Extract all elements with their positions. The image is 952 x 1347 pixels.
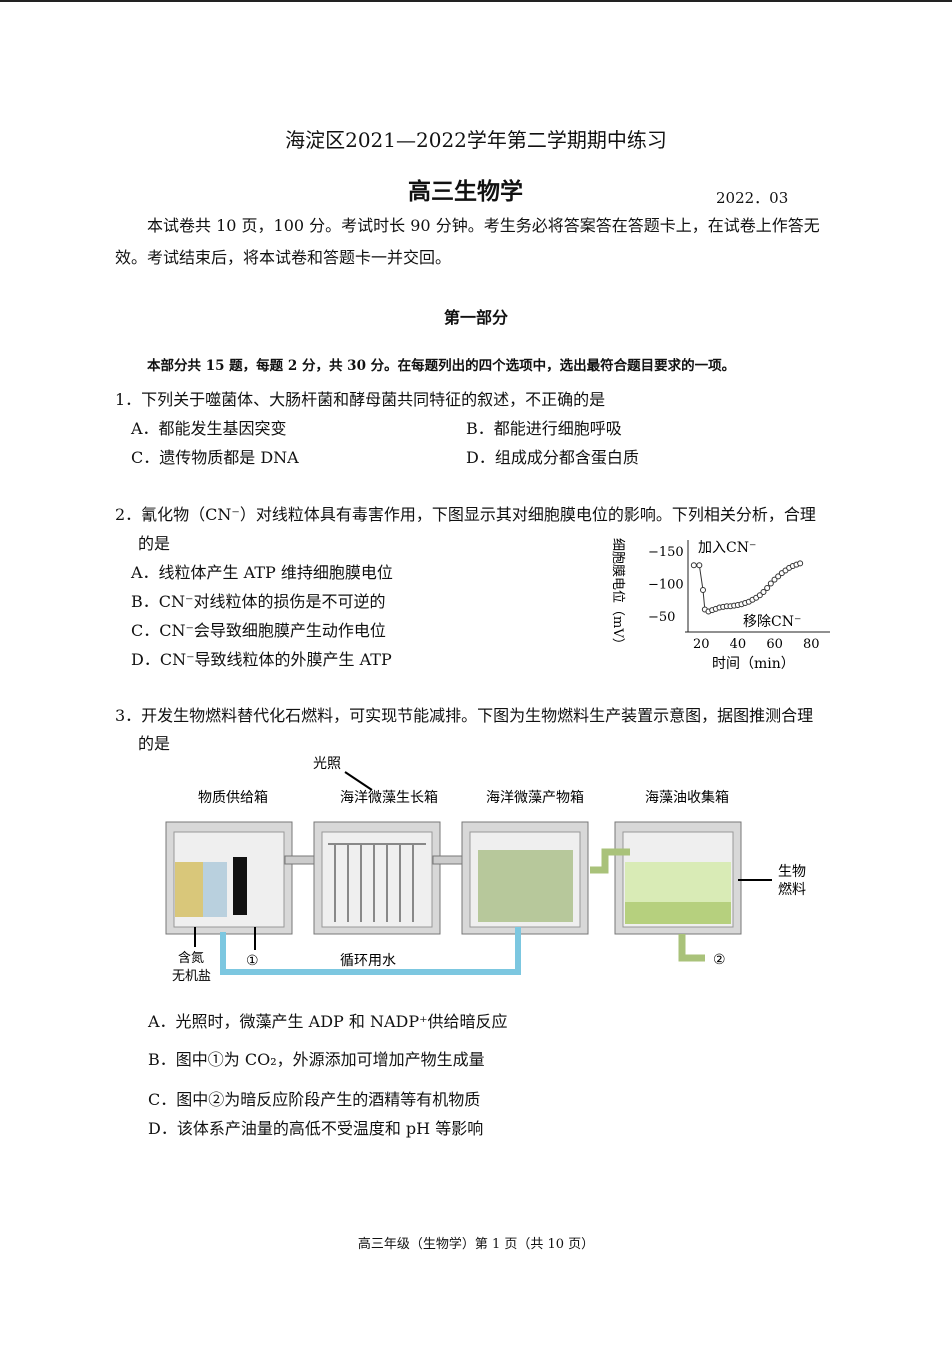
data-point	[756, 592, 763, 599]
membrane-potential-chart: 细胞膜电位（mV） 时间（min） 加入CN⁻ 移除CN⁻ 20 40 60 80 −1…	[610, 538, 830, 672]
q1-option-b: B．都能进行细胞呼吸	[466, 419, 622, 438]
box-label: 物质供给箱	[198, 790, 268, 806]
light-arrow	[344, 771, 373, 791]
output-label: 燃料	[778, 881, 806, 898]
input-label: 含氮	[178, 950, 204, 966]
x-tick-label: 80	[803, 637, 820, 652]
x-tick-label: 60	[766, 637, 783, 652]
exam-date: 2022．03	[716, 189, 789, 207]
y-tick-label: −50	[648, 610, 675, 625]
y-axis-label: 细胞膜电位（mV）	[610, 538, 625, 651]
q1-option-d: D．组成成分都含蛋白质	[466, 448, 639, 467]
data-point	[700, 587, 706, 593]
q3-option-c: C．图中②为暗反应阶段产生的酒精等有机物质	[148, 1090, 481, 1109]
data-point	[690, 562, 697, 569]
intro-line: 本试卷共 10 页，100 分。考试时长 90 分钟。考生务必将答案答在答题卡上…	[147, 216, 820, 235]
data-point	[760, 588, 767, 595]
data-point	[767, 580, 774, 587]
annotation-add-cn: 加入CN⁻	[698, 540, 756, 556]
water-label: 循环用水	[340, 953, 396, 969]
output-label: 生物	[778, 864, 806, 880]
q2-option-c: C．CN⁻会导致细胞膜产生动作电位	[131, 621, 386, 640]
q2-stem-cont: 的是	[138, 534, 171, 553]
q3-option-a: A．光照时，微藻产生 ADP 和 NADP⁺供给暗反应	[148, 1012, 508, 1031]
subject-title: 高三生物学	[408, 178, 523, 205]
x-tick-label: 40	[730, 637, 747, 652]
section-instructions: 本部分共 15 题，每题 2 分，共 30 分。在每题列出的四个选项中，选出最符…	[147, 358, 736, 374]
y-tick-label: −150	[648, 545, 684, 560]
q2-option-a: A．线粒体产生 ATP 维持细胞膜电位	[131, 563, 393, 582]
data-point	[797, 560, 804, 567]
data-point	[775, 573, 782, 580]
mark-1: ①	[246, 953, 259, 969]
q2-stem: 2．氰化物（CN⁻）对线粒体具有毒害作用，下图显示其对细胞膜电位的影响。下列相关…	[115, 505, 816, 524]
input-label: 无机盐	[172, 969, 211, 984]
section-title: 第一部分	[443, 308, 508, 327]
y-tick-label: −100	[648, 578, 684, 593]
page-footer: 高三年级（生物学）第 1 页（共 10 页）	[357, 1237, 595, 1252]
light-label: 光照	[313, 756, 341, 772]
x-axis-label: 时间（min）	[712, 656, 795, 672]
data-point	[764, 585, 771, 592]
q3-option-b: B．图中①为 CO₂，外源添加可增加产物生成量	[148, 1050, 485, 1069]
q1-option-c: C．遗传物质都是 DNA	[131, 448, 299, 467]
biofuel-device-diagram: 光照 物质供给箱 海洋微藻生长箱 海洋微藻产物箱 海藻油收集箱 含氮 无机盐 ①…	[165, 756, 806, 984]
q3-stem-cont: 的是	[138, 734, 171, 753]
q1-option-a: A．都能发生基因突变	[131, 419, 287, 438]
box-label: 海洋微藻产物箱	[486, 790, 584, 806]
data-point	[771, 576, 778, 583]
data-point	[696, 562, 703, 569]
x-tick-label: 20	[693, 637, 710, 652]
q3-option-d: D．该体系产油量的高低不受温度和 pH 等影响	[148, 1119, 484, 1138]
q2-option-d: D．CN⁻导致线粒体的外膜产生 ATP	[131, 650, 392, 669]
intro-line: 效。考试结束后，将本试卷和答题卡一并交回。	[115, 248, 452, 267]
exam-title: 海淀区2021—2022学年第二学期期中练习	[285, 128, 667, 152]
box-label: 海洋微藻生长箱	[340, 790, 438, 806]
q3-stem: 3．开发生物燃料替代化石燃料，可实现节能减排。下图为生物燃料生产装置示意图，据图…	[115, 706, 814, 725]
mark-2: ②	[713, 952, 726, 968]
annotation-remove-cn: 移除CN⁻	[743, 614, 801, 630]
box-label: 海藻油收集箱	[645, 789, 729, 806]
q1-stem: 1．下列关于噬菌体、大肠杆菌和酵母菌共同特征的叙述，不正确的是	[115, 390, 606, 409]
q2-option-b: B．CN⁻对线粒体的损伤是不可逆的	[131, 592, 386, 611]
